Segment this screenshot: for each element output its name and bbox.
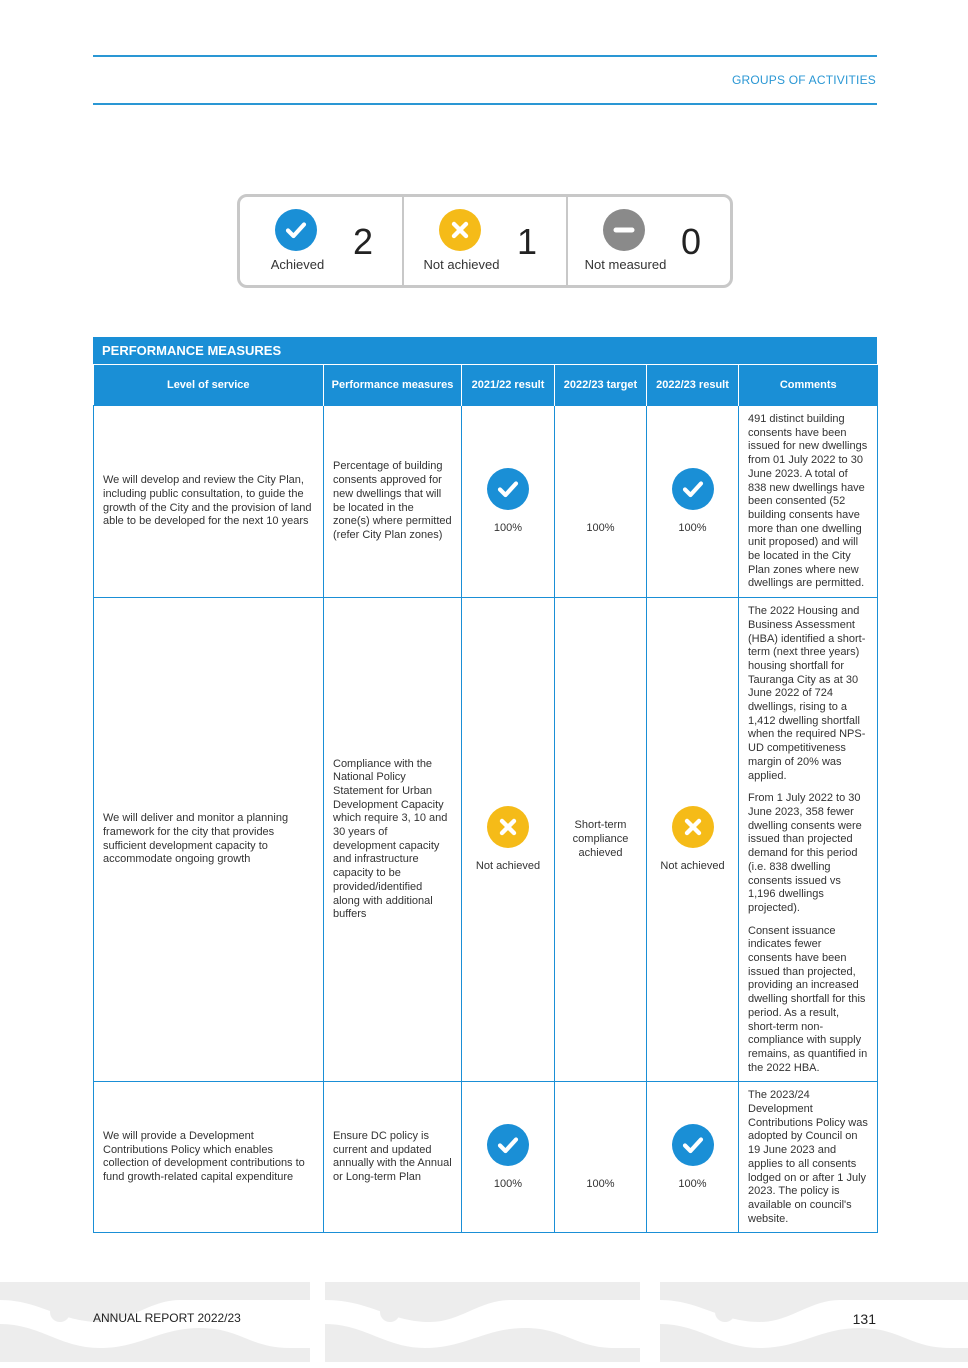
summary-label: Not measured bbox=[584, 257, 667, 272]
cross-icon bbox=[487, 805, 529, 848]
page-number: 131 bbox=[852, 1311, 876, 1327]
performance-measures-table: PERFORMANCE MEASURES Level of service Pe… bbox=[93, 337, 878, 1234]
target-value: 100% bbox=[586, 521, 615, 534]
result-value: 100% bbox=[678, 521, 707, 534]
comment-paragraph: Consent issuance indicates fewer consent… bbox=[748, 924, 868, 1074]
summary-label: Achieved bbox=[270, 257, 325, 272]
results-summary: Achieved 2 Not achieved 1 Not measured 0 bbox=[237, 194, 733, 288]
summary-count: 1 bbox=[517, 221, 538, 262]
result-2021-22-cell: 100% bbox=[461, 404, 555, 599]
comments-cell: The 2023/24 Development Contributions Po… bbox=[738, 1081, 878, 1234]
cross-icon bbox=[671, 805, 714, 848]
comments-cell: 491 distinct building consents have been… bbox=[738, 404, 878, 599]
footer-report-title: ANNUAL REPORT 2022/23 bbox=[93, 1311, 241, 1325]
result-2022-23-cell: 100% bbox=[646, 1081, 739, 1234]
footer-pattern bbox=[0, 1282, 968, 1362]
comment-paragraph: 491 distinct building consents have been… bbox=[748, 413, 868, 590]
result-value: 100% bbox=[493, 521, 523, 534]
level-of-service-cell: We will provide a Development Contributi… bbox=[93, 1081, 324, 1234]
target-2022-23-cell: 100% bbox=[554, 1081, 647, 1234]
comment-paragraph: The 2023/24 Development Contributions Po… bbox=[748, 1089, 868, 1225]
result-value: 100% bbox=[493, 1177, 523, 1190]
performance-measure-cell: Percentage of building consents approved… bbox=[323, 404, 462, 599]
table-row: We will deliver and monitor a planning f… bbox=[93, 597, 878, 1083]
summary-not-measured: Not measured 0 bbox=[568, 197, 730, 285]
header-level-of-service: Level of service bbox=[93, 365, 324, 406]
performance-measure-cell: Ensure DC policy is current and updated … bbox=[323, 1081, 462, 1234]
cross-icon bbox=[439, 209, 481, 251]
table-row: We will develop and review the City Plan… bbox=[93, 404, 878, 599]
check-icon bbox=[671, 1123, 714, 1166]
check-icon bbox=[671, 467, 714, 510]
result-2021-22-cell: Not achieved bbox=[461, 597, 555, 1083]
header-2022-23-result: 2022/23 result bbox=[646, 365, 739, 406]
table-header-row: Level of service Performance measures 20… bbox=[93, 365, 878, 406]
comment-paragraph: From 1 July 2022 to 30 June 2023, 358 fe… bbox=[748, 792, 862, 914]
result-2022-23-cell: Not achieved bbox=[646, 597, 739, 1083]
check-icon bbox=[487, 467, 529, 510]
comment-paragraph: The 2022 Housing and Business Assessment… bbox=[748, 605, 866, 782]
summary-not-achieved: Not achieved 1 bbox=[404, 197, 568, 285]
header-comments: Comments bbox=[738, 365, 878, 406]
comments-cell: The 2022 Housing and Business Assessment… bbox=[738, 597, 878, 1083]
check-icon bbox=[275, 209, 317, 251]
header-bottom-rule bbox=[93, 103, 877, 105]
summary-count: 2 bbox=[353, 221, 374, 262]
level-of-service-cell: We will deliver and monitor a planning f… bbox=[93, 597, 324, 1083]
result-2021-22-cell: 100% bbox=[461, 1081, 555, 1234]
level-of-service-cell: We will develop and review the City Plan… bbox=[93, 404, 324, 599]
result-value: Not achieved bbox=[475, 859, 541, 872]
performance-measure-cell: Compliance with the National Policy Stat… bbox=[323, 597, 462, 1083]
summary-achieved: Achieved 2 bbox=[240, 197, 404, 285]
header-performance-measures: Performance measures bbox=[323, 365, 462, 406]
result-value: 100% bbox=[678, 1177, 707, 1190]
header-top-rule bbox=[93, 55, 877, 57]
table-title: PERFORMANCE MEASURES bbox=[93, 337, 877, 365]
result-value: Not achieved bbox=[660, 859, 725, 872]
header-2022-23-target: 2022/23 target bbox=[554, 365, 647, 406]
header-2021-22-result: 2021/22 result bbox=[461, 365, 555, 406]
summary-count: 0 bbox=[681, 221, 702, 262]
check-icon bbox=[487, 1123, 529, 1166]
table-row: We will provide a Development Contributi… bbox=[93, 1081, 878, 1234]
result-2022-23-cell: 100% bbox=[646, 404, 739, 599]
section-label: GROUPS OF ACTIVITIES bbox=[731, 73, 876, 87]
target-2022-23-cell: 100% bbox=[554, 404, 647, 599]
target-2022-23-cell: Short-term compliance achieved bbox=[554, 597, 647, 1083]
minus-icon bbox=[603, 209, 645, 251]
target-value: 100% bbox=[586, 1177, 615, 1190]
summary-label: Not achieved bbox=[423, 257, 500, 272]
